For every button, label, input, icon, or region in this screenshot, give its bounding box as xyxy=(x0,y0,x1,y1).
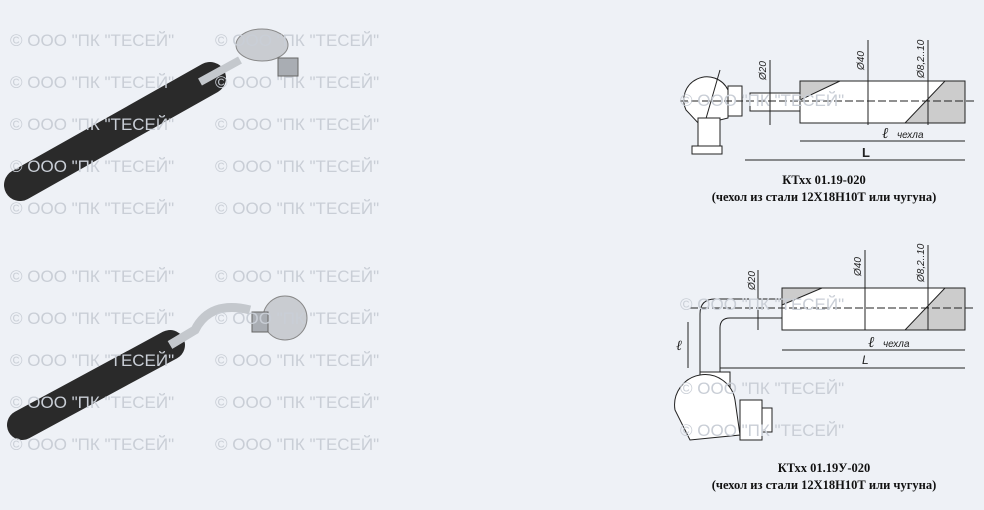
watermark-text: © ООО "ПК "ТЕСЕЙ" xyxy=(10,393,174,412)
watermark-text: © ООО "ПК "ТЕСЕЙ" xyxy=(215,351,379,370)
material-top: (чехол из стали 12Х18Н10Т или чугуна) xyxy=(711,190,937,204)
model-bottom: КТхх 01.19У-020 xyxy=(777,461,871,475)
watermark-text: © ООО "ПК "ТЕСЕЙ" xyxy=(680,379,844,398)
caption-bottom: КТхх 01.19У-020 (чехол из стали 12Х18Н10… xyxy=(674,460,974,494)
dim-d40: Ø40 xyxy=(853,257,864,277)
caption-top: КТхх 01.19-020 (чехол из стали 12Х18Н10Т… xyxy=(674,172,974,206)
dim-L: L xyxy=(862,353,869,367)
dim-l-sheath-sub: чехла xyxy=(897,130,924,141)
watermark-text: © ООО "ПК "ТЕСЕЙ" xyxy=(215,435,379,454)
technical-drawing-angled: Ø20 Ø40 Ø8,2..10 ℓ чехла L ℓ xyxy=(674,243,975,441)
watermark-text: © ООО "ПК "ТЕСЕЙ" xyxy=(215,267,379,286)
watermark-text: © ООО "ПК "ТЕСЕЙ" xyxy=(215,393,379,412)
dim-d-inner: Ø8,2..10 xyxy=(916,39,927,79)
watermark-text: © ООО "ПК "ТЕСЕЙ" xyxy=(10,199,174,218)
dim-d-inner: Ø8,2..10 xyxy=(916,243,927,283)
watermark-text: © ООО "ПК "ТЕСЕЙ" xyxy=(10,435,174,454)
watermark-text: © ООО "ПК "ТЕСЕЙ" xyxy=(215,31,379,50)
watermark-text: © ООО "ПК "ТЕСЕЙ" xyxy=(10,267,174,286)
watermark-text: © ООО "ПК "ТЕСЕЙ" xyxy=(10,309,174,328)
watermark-text: © ООО "ПК "ТЕСЕЙ" xyxy=(680,91,844,110)
dim-d20: Ø20 xyxy=(758,61,769,81)
dim-l: ℓ xyxy=(676,339,682,354)
watermark-text: © ООО "ПК "ТЕСЕЙ" xyxy=(215,73,379,92)
watermark-text: © ООО "ПК "ТЕСЕЙ" xyxy=(215,115,379,134)
watermark-text: © ООО "ПК "ТЕСЕЙ" xyxy=(215,309,379,328)
watermark-text: © ООО "ПК "ТЕСЕЙ" xyxy=(10,115,174,134)
dim-l-sheath: ℓ xyxy=(882,126,888,142)
watermark-text: © ООО "ПК "ТЕСЕЙ" xyxy=(215,199,379,218)
dim-l-sheath-sub: чехла xyxy=(883,339,910,350)
material-bottom: (чехол из стали 12Х18Н10Т или чугуна) xyxy=(711,478,937,492)
watermarks: © ООО "ПК "ТЕСЕЙ" © ООО "ПК "ТЕСЕЙ" © ООО … xyxy=(10,31,844,454)
dim-d40: Ø40 xyxy=(856,51,867,71)
watermark-text: © ООО "ПК "ТЕСЕЙ" xyxy=(10,73,174,92)
dim-L: L xyxy=(862,145,870,160)
watermark-text: © ООО "ПК "ТЕСЕЙ" xyxy=(10,31,174,50)
watermark-text: © ООО "ПК "ТЕСЕЙ" xyxy=(10,351,174,370)
product-photo-straight xyxy=(4,28,299,201)
dim-d20: Ø20 xyxy=(747,271,758,291)
dim-l-sheath: ℓ xyxy=(868,335,874,351)
watermark-text: © ООО "ПК "ТЕСЕЙ" xyxy=(680,421,844,440)
model-top: КТхх 01.19-020 xyxy=(782,173,866,187)
product-photo-angled xyxy=(7,295,308,440)
watermark-text: © ООО "ПК "ТЕСЕЙ" xyxy=(215,157,379,176)
technical-drawing-straight: Ø20 Ø40 Ø8,2..10 ℓ чехла L xyxy=(680,39,975,161)
watermark-text: © ООО "ПК "ТЕСЕЙ" xyxy=(680,295,844,314)
watermark-text: © ООО "ПК "ТЕСЕЙ" xyxy=(10,157,174,176)
